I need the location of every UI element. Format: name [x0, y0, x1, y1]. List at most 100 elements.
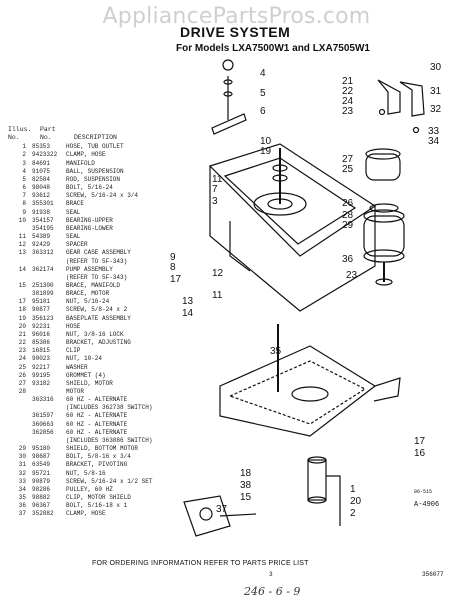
part-description: SHIELD, BOTTOM MOTOR — [66, 445, 139, 453]
callout-number: 31 — [430, 86, 442, 97]
manifold-port — [199, 507, 213, 521]
part-description: BRACE — [66, 200, 85, 208]
header-part: Part — [40, 126, 56, 133]
part-number: 355301 — [32, 200, 54, 208]
callout-number: 22 — [342, 86, 354, 97]
motor-shield-top — [365, 148, 401, 160]
part-number: 95180 — [32, 445, 51, 453]
part-number: 92217 — [32, 363, 51, 371]
illus-number — [8, 421, 32, 429]
header-illus: Illus. — [8, 126, 32, 133]
part-number: 99195 — [32, 371, 51, 379]
part-description: (REFER TO 5F-343) — [66, 273, 128, 281]
rod-nut — [223, 79, 233, 85]
callout-number: 33 — [428, 126, 440, 137]
handwritten-note: 246 - 6 - 9 — [244, 585, 301, 598]
header-description: DESCRIPTION — [74, 134, 117, 142]
part-number: 381899 — [32, 290, 54, 298]
part-number: 98687 — [32, 453, 51, 461]
part-number — [32, 274, 66, 282]
illus-number: 24 — [18, 355, 26, 363]
illus-number — [8, 437, 32, 445]
seal — [272, 174, 288, 182]
part-number: 251300 — [32, 281, 54, 289]
illus-number: 12 — [18, 241, 26, 249]
motor — [363, 215, 405, 257]
illus-number — [8, 225, 32, 233]
part-description: (INCLUDES 362738 SWITCH) — [66, 404, 153, 412]
part-description: SPACER — [66, 241, 88, 249]
callout-number: 17 — [414, 436, 426, 447]
part-number: 98048 — [32, 184, 51, 192]
illus-number — [8, 412, 32, 420]
callout-number: 11 — [212, 290, 223, 301]
illus-number — [8, 274, 32, 282]
part-number: 54389 — [32, 233, 51, 241]
part-description: PULLEY, 60 HZ — [66, 485, 113, 493]
illus-number: 7 — [22, 192, 26, 200]
callout-number: 21 — [342, 76, 354, 87]
part-description: 60 HZ - ALTERNATE — [66, 420, 128, 428]
callout-number: 7 — [212, 184, 218, 195]
part-description: CLAMP, HOSE — [66, 151, 106, 159]
part-number: 9423322 — [32, 151, 58, 159]
illus-number — [8, 258, 32, 266]
part-number: 16815 — [32, 347, 51, 355]
illus-number — [8, 396, 32, 404]
illus-number: 11 — [18, 233, 26, 241]
callout-number: 26 — [342, 198, 354, 209]
part-description: GEAR CASE ASSEMBLY — [66, 249, 131, 257]
callout-number: 1 — [350, 484, 356, 495]
illus-number: 36 — [18, 502, 26, 510]
callout-number: 18 — [240, 468, 252, 479]
illus-number: 29 — [18, 445, 26, 453]
drive-belt — [228, 360, 367, 425]
illus-number: 15 — [18, 281, 26, 289]
pump-top — [307, 456, 327, 464]
callout-number: 25 — [342, 164, 354, 175]
figure-id: A-4906 — [414, 501, 440, 509]
part-number: 363316 — [32, 396, 54, 404]
illus-number: 2 — [22, 151, 26, 159]
part-number: 96016 — [32, 330, 51, 338]
illus-number: 35 — [18, 494, 26, 502]
part-number: 362174 — [32, 265, 54, 273]
manifold-hose — [219, 513, 257, 517]
callout-number: 11 — [212, 174, 223, 185]
callout-number: 20 — [350, 496, 362, 507]
part-description: BASEPLATE ASSEMBLY — [66, 314, 131, 322]
callout-number: 34 — [428, 136, 440, 147]
illus-number: 25 — [18, 363, 26, 371]
illus-number: 4 — [22, 167, 26, 175]
part-number — [32, 388, 66, 396]
illus-number: 10 — [18, 216, 26, 224]
part-description: SEAL — [66, 208, 81, 216]
baseplate-inner — [223, 157, 357, 245]
seal — [272, 164, 288, 172]
illus-number: 17 — [18, 298, 26, 306]
part-number: 92231 — [32, 322, 51, 330]
part-description: BRACKET, PIVOTING — [66, 461, 128, 469]
part-description: BOLT, 5/16-24 — [66, 184, 113, 192]
part-number: 63549 — [32, 461, 51, 469]
part-number: 85386 — [32, 339, 51, 347]
callout-number: 35 — [270, 346, 282, 357]
header-partno: No. — [40, 134, 52, 142]
illus-number: 3 — [22, 159, 26, 167]
part-description: SCREW, 5/16-24 x 1/2 SET — [66, 477, 153, 485]
part-description: SCREW, 5/16-24 x 3/4 — [66, 192, 139, 200]
table-row: 29 95180 SHIELD, BOTTOM MOTOR — [8, 445, 198, 453]
